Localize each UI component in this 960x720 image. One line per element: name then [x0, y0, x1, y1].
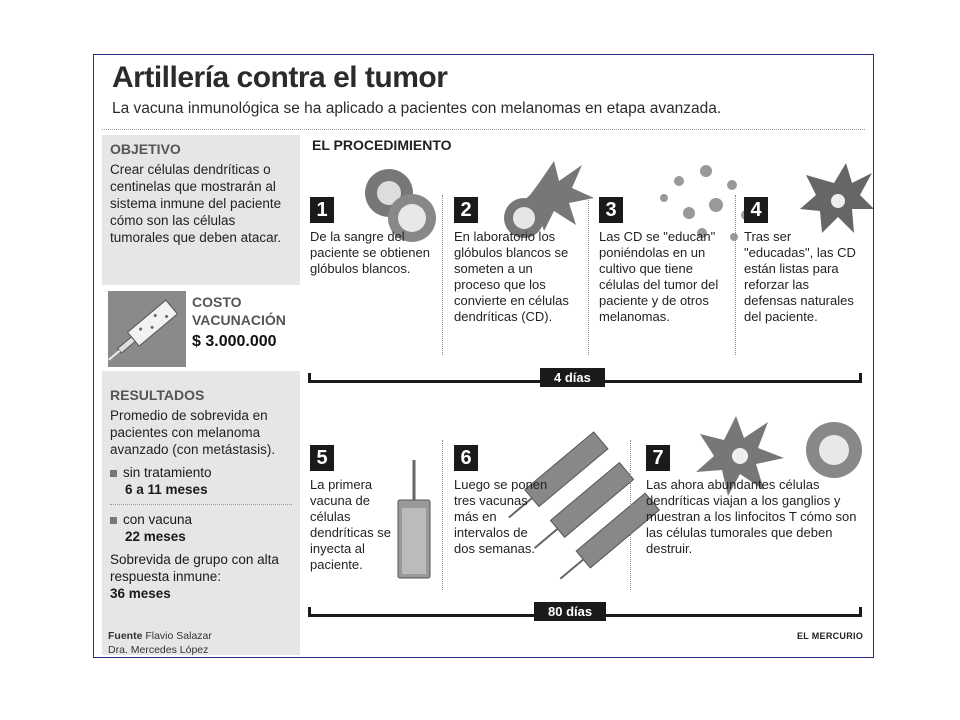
- objective-section: OBJETIVO Crear células dendríticas o cen…: [102, 135, 300, 250]
- white-blood-cell-icon: [365, 169, 436, 242]
- syringe-icon: [397, 460, 431, 579]
- page-subtitle: La vacuna inmunológica se ha aplicado a …: [112, 100, 722, 117]
- objective-heading: OBJETIVO: [110, 141, 181, 157]
- results-section: RESULTADOS Promedio de sobrevida en paci…: [102, 381, 300, 606]
- results-intro: Promedio de sobrevida en pacientes con m…: [110, 408, 276, 457]
- brand-logo: EL MERCURIO: [797, 631, 864, 641]
- result-item: con vacuna 22 meses: [110, 511, 292, 545]
- step-5: 5 La primera vacuna de células dendrític…: [310, 445, 440, 573]
- dendritic-lymphocyte-icon: [696, 416, 862, 496]
- infographic: Artillería contra el tumor La vacuna inm…: [93, 54, 874, 658]
- cost-label: COSTO VACUNACIÓN: [192, 294, 286, 328]
- cost-value: $ 3.000.000: [192, 333, 277, 350]
- culture-cells-icon: [660, 165, 751, 241]
- objective-text: Crear células dendríticas o centinelas q…: [110, 162, 282, 245]
- page-title: Artillería contra el tumor: [112, 61, 448, 94]
- educated-cell-icon: [800, 163, 873, 233]
- step-number: 4: [744, 197, 768, 223]
- step-text: Tras ser "educadas", las CD están listas…: [744, 229, 856, 324]
- step-number: 5: [310, 445, 334, 471]
- results-heading: RESULTADOS: [110, 387, 205, 403]
- step-7: 7 Las ahora abundantes células dendrític…: [646, 445, 866, 557]
- syringes-icon: [508, 431, 661, 580]
- step-text: La primera vacuna de células dendríticas…: [310, 477, 391, 572]
- step-text: De la sangre del paciente se obtienen gl…: [310, 229, 430, 276]
- step-number: 7: [646, 445, 670, 471]
- step-2: 2 En laboratorio los glóbulos blancos se…: [454, 197, 582, 325]
- duration-label: 80 días: [534, 602, 607, 621]
- source-credit: Fuente Flavio Salazar Dra. Mercedes Lópe…: [108, 630, 212, 656]
- step-1: 1 De la sangre del paciente se obtienen …: [310, 197, 440, 277]
- step-number: 2: [454, 197, 478, 223]
- step-3: 3 Las CD se "educan" poniéndolas en un c…: [599, 197, 729, 325]
- sidebar: OBJETIVO Crear células dendríticas o cen…: [102, 135, 300, 655]
- bullet-icon: [110, 469, 117, 477]
- step-text: Las ahora abundantes células dendríticas…: [646, 477, 857, 556]
- step-text: Luego se ponen tres vacunas más en inter…: [454, 477, 548, 556]
- procedure-title: EL PROCEDIMIENTO: [312, 137, 452, 153]
- result-item: sin tratamiento 6 a 11 meses: [110, 464, 292, 498]
- vaccine-illustration: [397, 416, 862, 580]
- step-4: 4 Tras ser "educadas", las CD están list…: [744, 197, 864, 325]
- dendritic-cell-icon: [504, 161, 594, 238]
- step-text: Las CD se "educan" poniéndolas en un cul…: [599, 229, 719, 324]
- bullet-icon: [110, 516, 117, 524]
- step-number: 6: [454, 445, 478, 471]
- syringe-icon: [108, 291, 186, 367]
- group-survival: Sobrevida de grupo con alta respuesta in…: [110, 552, 279, 601]
- cost-section: COSTO VACUNACIÓN $ 3.000.000: [102, 285, 300, 371]
- divider: [102, 129, 865, 130]
- duration-label: 4 días: [540, 368, 605, 387]
- step-number: 1: [310, 197, 334, 223]
- step-6: 6 Luego se ponen tres vacunas más en int…: [454, 445, 584, 557]
- step-text: En laboratorio los glóbulos blancos se s…: [454, 229, 569, 324]
- cells-illustration: [365, 161, 873, 242]
- step-number: 3: [599, 197, 623, 223]
